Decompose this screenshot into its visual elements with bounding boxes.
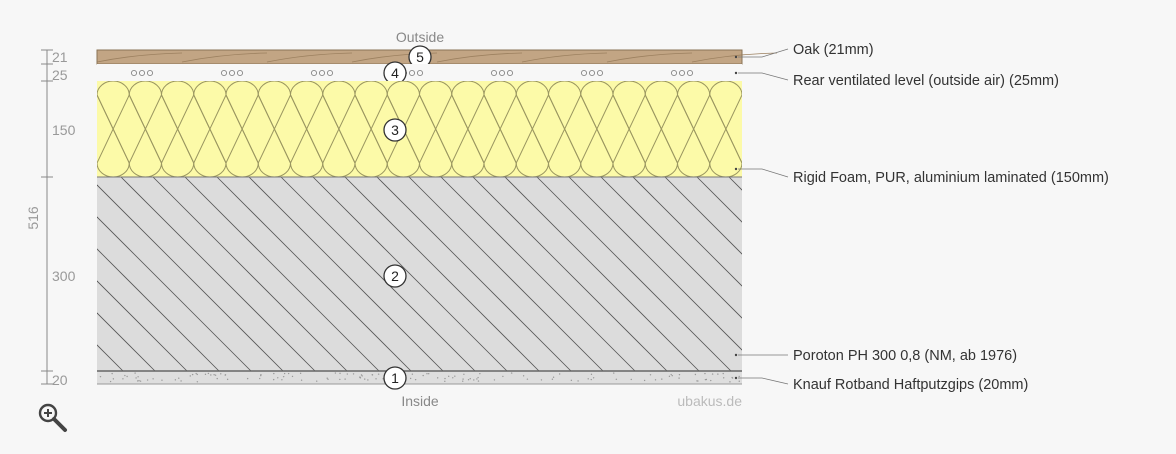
layer-thickness: 21	[52, 49, 68, 65]
layer-thickness: 150	[52, 122, 76, 138]
layer-number-badge: 4	[384, 62, 406, 84]
layer-5[interactable]	[97, 50, 777, 64]
layer-label: Rigid Foam, PUR, aluminium laminated (15…	[793, 170, 1109, 186]
layer-fill	[97, 371, 742, 384]
layer-thickness: 25	[52, 67, 68, 83]
total-thickness: 516	[25, 206, 41, 230]
svg-text:2: 2	[391, 268, 399, 284]
layer-1[interactable]	[97, 371, 742, 384]
dimension-line	[41, 50, 53, 384]
layer-number-badge: 2	[384, 265, 406, 287]
svg-text:1: 1	[391, 370, 399, 386]
svg-text:3: 3	[391, 122, 399, 138]
inside-label: Inside	[401, 393, 439, 409]
svg-text:5: 5	[416, 49, 424, 65]
layer-3[interactable]	[97, 81, 774, 177]
layer-2[interactable]	[0, 177, 955, 371]
layer-label: Knauf Rotband Haftputzgips (20mm)	[793, 377, 1028, 393]
layer-thickness: 20	[52, 372, 68, 388]
svg-text:4: 4	[391, 65, 399, 81]
layer-label: Oak (21mm)	[793, 42, 874, 58]
layer-fill	[97, 64, 742, 81]
watermark: ubakus.de	[677, 393, 742, 409]
layer-label: Rear ventilated level (outside air) (25m…	[793, 73, 1059, 89]
layer-fill	[97, 177, 742, 371]
outside-label: Outside	[396, 29, 444, 45]
layer-number-badge: 1	[384, 367, 406, 389]
layer-label: Poroton PH 300 0,8 (NM, ab 1976)	[793, 348, 1017, 364]
layer-number-badge: 3	[384, 119, 406, 141]
zoom-in-icon[interactable]	[40, 405, 65, 430]
layer-thickness: 300	[52, 268, 76, 284]
layer-4[interactable]	[97, 64, 742, 81]
